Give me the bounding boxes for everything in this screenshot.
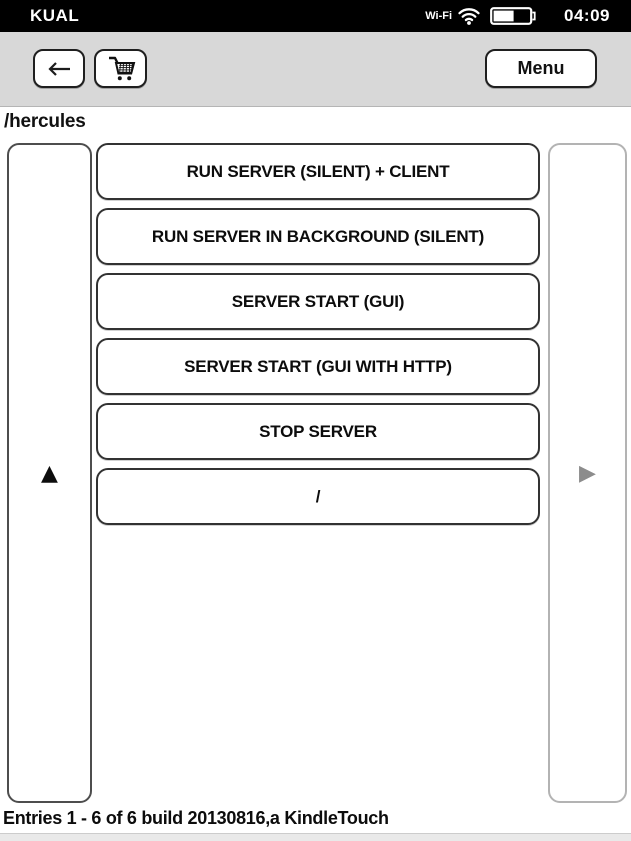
entries-status-text: Entries 1 - 6 of 6 build 20130816,a Kind…: [3, 808, 389, 828]
wifi-icon: [458, 8, 480, 25]
menu-entry-label: SERVER START (GUI WITH HTTP): [184, 356, 452, 376]
menu-entry-label: RUN SERVER (SILENT) + CLIENT: [186, 161, 450, 181]
menu-entry-label: RUN SERVER IN BACKGROUND (SILENT): [151, 226, 485, 246]
menu-entry-label: /: [315, 486, 321, 506]
menu-entry-label: SERVER START (GUI): [231, 291, 405, 311]
battery-icon: [490, 7, 536, 25]
menu-entry-run-server-silent-client[interactable]: RUN SERVER (SILENT) + CLIENT: [96, 143, 540, 200]
page-up-button[interactable]: ▲: [7, 143, 92, 803]
menu-button[interactable]: Menu: [485, 49, 597, 88]
clock: 04:09: [564, 6, 610, 25]
menu-entry-server-start-gui[interactable]: SERVER START (GUI): [96, 273, 540, 330]
store-button[interactable]: [94, 49, 147, 88]
back-button[interactable]: [33, 49, 85, 88]
menu-entry-list: RUN SERVER (SILENT) + CLIENT RUN SERVER …: [96, 143, 540, 525]
toolbar: Menu: [0, 32, 631, 107]
back-arrow-icon: [48, 61, 70, 76]
bottom-strip: [0, 833, 631, 841]
next-arrow-icon: ▶: [579, 460, 596, 486]
app-title: KUAL: [30, 6, 80, 25]
up-arrow-icon: ▲: [41, 460, 58, 486]
menu-entry-label: STOP SERVER: [259, 421, 377, 441]
page-next-button[interactable]: ▶: [548, 143, 627, 803]
shopping-cart-icon: [108, 56, 135, 81]
breadcrumb-path: /hercules: [4, 111, 86, 132]
status-indicators: Wi-Fi 04:09: [425, 6, 610, 26]
menu-entry-stop-server[interactable]: STOP SERVER: [96, 403, 540, 460]
status-bar: KUAL Wi-Fi 04:09: [0, 0, 631, 32]
menu-entry-server-start-gui-http[interactable]: SERVER START (GUI WITH HTTP): [96, 338, 540, 395]
menu-button-label: Menu: [517, 58, 565, 78]
menu-entry-run-server-background[interactable]: RUN SERVER IN BACKGROUND (SILENT): [96, 208, 540, 265]
menu-entry-root[interactable]: /: [96, 468, 540, 525]
wifi-label: Wi-Fi: [425, 10, 453, 22]
